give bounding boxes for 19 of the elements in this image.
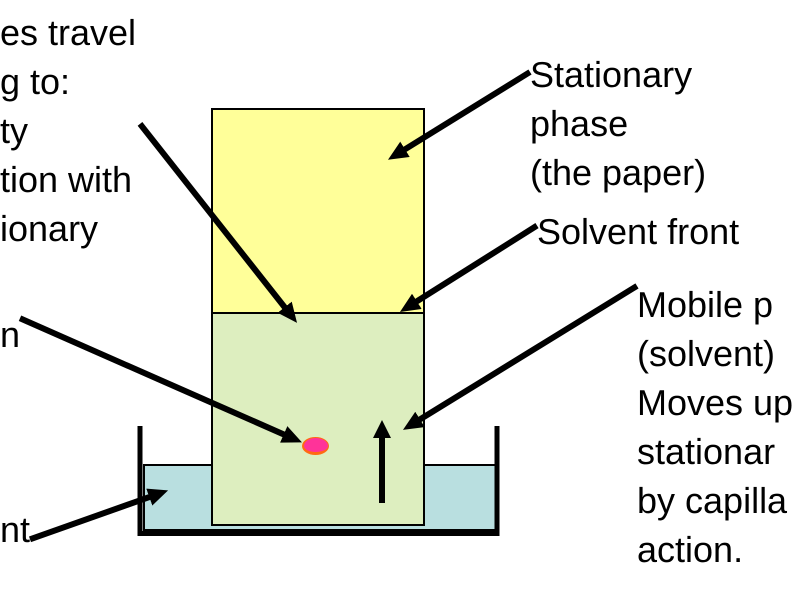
callout-text: Stationary phase <box>530 53 694 146</box>
arrow <box>400 223 539 312</box>
callout-text: tion with ionary <box>0 158 134 251</box>
callout-text: (the paper) <box>530 151 706 195</box>
wet-paper-section <box>211 312 425 526</box>
callout-text: Moves up stationar by capilla action. <box>637 381 794 572</box>
callout-text: Mobile p (solvent) <box>637 283 776 376</box>
arrow <box>402 283 639 430</box>
callout-text: nt <box>0 505 30 554</box>
callout-text: n <box>0 310 20 359</box>
sample-spot <box>302 437 329 455</box>
callout-text: es travel g to: <box>0 11 138 104</box>
arrow <box>388 69 532 160</box>
callout-text: ty <box>0 109 28 153</box>
arrow <box>18 316 302 443</box>
arrow <box>29 488 168 542</box>
arrow <box>138 122 298 323</box>
callout-text: Solvent front <box>537 207 740 256</box>
paper-strip <box>211 108 425 526</box>
